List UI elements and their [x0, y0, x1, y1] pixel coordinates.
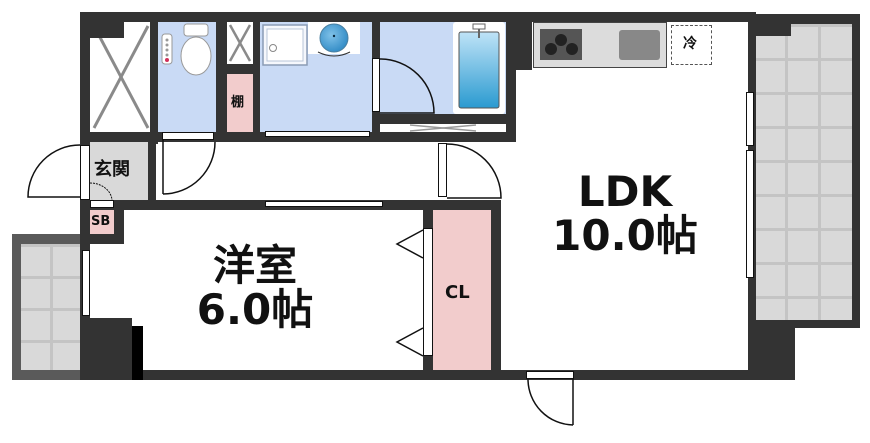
wall-shoebox-right	[114, 200, 124, 244]
ldk-door-frame	[438, 143, 447, 197]
shelf-label: 棚	[231, 95, 245, 110]
western-room-name: 洋室	[212, 241, 297, 290]
closet-door-triangle-lower-icon	[395, 327, 424, 357]
western-room-size: 6.0帖	[196, 285, 314, 335]
ldk-door-swing-icon[interactable]	[446, 143, 503, 199]
balcony-right-floor	[756, 24, 852, 320]
bathtub-icon	[458, 23, 500, 109]
ldk-bottom-door-swing-icon[interactable]	[526, 378, 576, 429]
refrigerator-space	[671, 25, 712, 65]
toilet-icon	[161, 23, 212, 76]
entrance-label: 玄関	[94, 159, 130, 180]
closet-label: CL	[445, 282, 470, 303]
western-room-label: 洋室 6.0帖	[180, 241, 330, 335]
wall-bottom	[80, 370, 756, 380]
wall-entrance-right	[148, 142, 156, 208]
wall-shoebox-bottom	[80, 234, 124, 244]
wall-toilet-right	[216, 12, 227, 142]
entrance-door-swing-icon[interactable]	[26, 144, 82, 200]
shoe-box	[90, 208, 114, 234]
ldk-window-lower[interactable]	[746, 150, 754, 278]
toilet-door-frame	[162, 132, 214, 140]
bathroom-door-frame	[372, 58, 380, 112]
ldk-size: 10.0帖	[552, 211, 698, 261]
entrance-floor	[90, 142, 148, 200]
ldk-name: LDK	[577, 167, 673, 216]
shoebox-door-swing-icon[interactable]	[89, 182, 114, 202]
western-room-sliding-door[interactable]	[265, 201, 383, 207]
shelf	[227, 74, 253, 132]
wall-left-upper	[80, 12, 90, 144]
pipe-space-small-x-icon	[228, 24, 252, 62]
closet-door[interactable]	[423, 228, 433, 356]
pipe-space-left-x-icon	[92, 25, 150, 129]
ldk-bottom-door-frame	[526, 371, 574, 379]
wall-bathroom-right	[506, 12, 516, 142]
wall-shelf-top	[227, 64, 253, 74]
closet	[433, 210, 491, 370]
column-bottom-left-edge	[132, 326, 143, 380]
stove-burners-icon	[545, 34, 578, 55]
balcony-left	[12, 234, 84, 380]
wall-wet-area-bottom	[80, 132, 516, 142]
balcony-right	[748, 14, 860, 328]
wall-top	[80, 12, 748, 22]
balcony-right-corner-top	[748, 14, 791, 36]
kitchen-sink	[619, 30, 660, 60]
wall-bathroom-bottom	[372, 114, 516, 124]
ldk-window-upper[interactable]	[746, 92, 754, 146]
wall-closet-right	[491, 200, 501, 380]
column-bottom-left	[80, 318, 132, 380]
wall-xbox-right	[150, 12, 158, 144]
bathroom-door-swing-icon[interactable]	[379, 58, 436, 114]
ldk-label: LDK 10.0帖	[535, 167, 715, 261]
toilet-door-swing-icon[interactable]	[162, 140, 216, 196]
wall-shelf-right	[253, 12, 260, 142]
washroom-sliding-door[interactable]	[265, 131, 370, 137]
washing-machine-pan-icon	[262, 24, 308, 66]
shoe-box-label: SB	[91, 214, 111, 229]
wall-kitchen-left-stub	[516, 12, 532, 70]
balcony-left-floor	[21, 244, 82, 370]
refrigerator-label: 冷	[683, 36, 697, 52]
wash-basin-icon	[308, 22, 360, 57]
shoebox-frame	[90, 200, 114, 208]
closet-door-triangle-upper-icon	[395, 229, 424, 259]
entrance-door-frame	[80, 145, 90, 200]
bathroom-vent-x-icon	[409, 124, 477, 132]
western-room-window[interactable]	[82, 250, 90, 316]
